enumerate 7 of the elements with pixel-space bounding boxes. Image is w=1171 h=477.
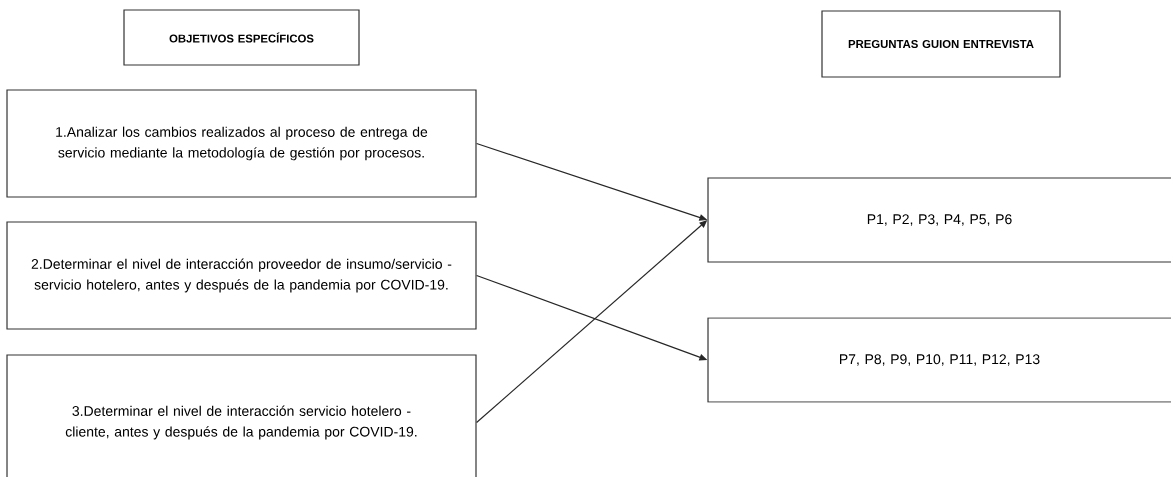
header-box: PREGUNTAS GUION ENTREVISTA: [821, 10, 1061, 78]
objective-box: 3.Determinar el nivel de interacción servicio hotelero - cliente, antes y después de la pandemia por COVID-19.: [6, 354, 477, 477]
question-box: P1, P2, P3, P4, P5, P6: [707, 177, 1171, 263]
question-box: P7, P8, P9, P10, P11, P12, P13: [707, 317, 1171, 403]
header-box: OBJETIVOS ESPECÍFICOS: [123, 9, 360, 66]
objective-box: 2.Determinar el nivel de interacción proveedor de insumo/servicio - servicio hotelero, antes y después de la pandemia por COVID-19.: [6, 221, 477, 330]
objective-box: 1.Analizar los cambios realizados al proceso de entrega de servicio mediante la metodología de gestión por procesos.: [6, 89, 477, 198]
